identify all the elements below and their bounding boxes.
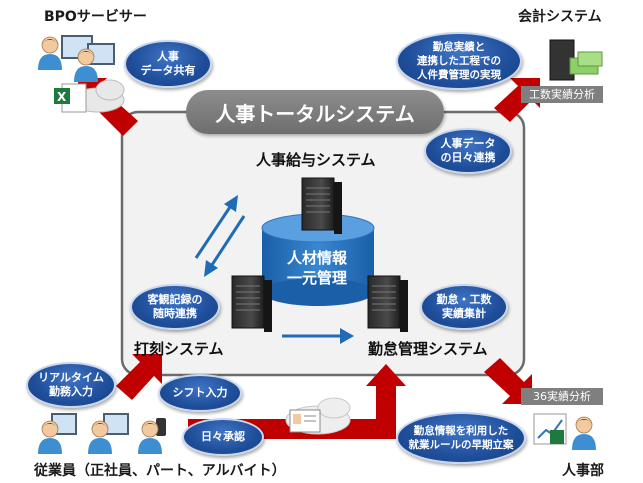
bubble-realtime: リアルタイム 勤務入力 (26, 362, 116, 408)
bubble-daily-approval: 日々承認 (182, 418, 264, 456)
bubble-line: 勤務入力 (49, 385, 93, 398)
flow-arrow-icon (282, 328, 354, 344)
bubble-line: 人事 (157, 50, 179, 63)
bubble-line: 日々承認 (201, 430, 245, 443)
payroll-server-icon (301, 177, 343, 235)
analysis36-tag: 36実績分析 (521, 388, 603, 405)
bubble-line: 就業ルールの早期立案 (408, 439, 514, 451)
excel-icon: X (54, 83, 87, 113)
bubble-shift: シフト入力 (158, 374, 242, 412)
attendance-server-icon (367, 275, 409, 333)
system-title-banner: 人事トータルシステム (186, 90, 444, 134)
bubble-line: 勤怠・工数 (436, 293, 492, 306)
database-line2: 一元管理 (286, 269, 347, 287)
attendance-system-label: 勤怠管理システム (368, 340, 488, 358)
bubble-line: 実績集計 (442, 307, 486, 320)
hr-dept-icon (533, 413, 597, 451)
bubble-attendance-total: 勤怠・工数 実績集計 (420, 284, 508, 330)
bubble-line: 人事データ (440, 137, 496, 150)
bubble-early-rules: 勤怠情報を利用した 就業ルールの早期立案 (396, 412, 526, 464)
bubble-line: 勤怠実績と (432, 41, 486, 53)
database-line1: 人材情報 (286, 249, 347, 267)
bubble-line: 随時連携 (153, 307, 197, 320)
bubble-line: 連携した工程での (417, 55, 501, 67)
hr-dept-label: 人事部 (562, 463, 604, 479)
bubble-line: 客観記録の (147, 293, 203, 306)
bpo-people-icon (37, 35, 115, 83)
bubble-record-link: 客観記録の 随時連携 (130, 284, 220, 330)
work-hours-tag: 工数実績分析 (521, 86, 603, 103)
bubble-line: シフト入力 (172, 386, 228, 399)
employees-label: 従業員（正社員、パート、アルバイト） (34, 463, 286, 479)
bpo-label: BPOサービサー (44, 9, 147, 25)
bubble-line: の日々連携 (440, 151, 496, 164)
accounting-server-icon (549, 39, 603, 81)
id-card-icon (285, 397, 351, 435)
bubble-line: リアルタイム (38, 371, 104, 384)
bubble-line: 人件費管理の実現 (417, 69, 501, 81)
arrow-to-hr (484, 358, 532, 404)
bubble-line: 勤怠情報を利用した (413, 425, 509, 437)
svg-text:X: X (57, 90, 67, 104)
bubble-labor-cost: 勤怠実績と 連携した工程での 人件費管理の実現 (396, 32, 522, 90)
bubble-hr-data-share: 人事 データ共有 (124, 40, 212, 88)
employees-icon (37, 413, 166, 455)
accounting-label: 会計システム (518, 9, 602, 25)
database-label: 人材情報 一元管理 (262, 248, 372, 288)
bubble-line: データ共有 (140, 64, 196, 77)
sync-arrows-icon (194, 195, 246, 277)
payroll-system-label: 人事給与システム (256, 151, 376, 169)
arrow-from-employees (116, 354, 162, 400)
timeclock-system-label: 打刻システム (134, 340, 224, 358)
bubble-daily-link: 人事データ の日々連携 (424, 128, 512, 174)
